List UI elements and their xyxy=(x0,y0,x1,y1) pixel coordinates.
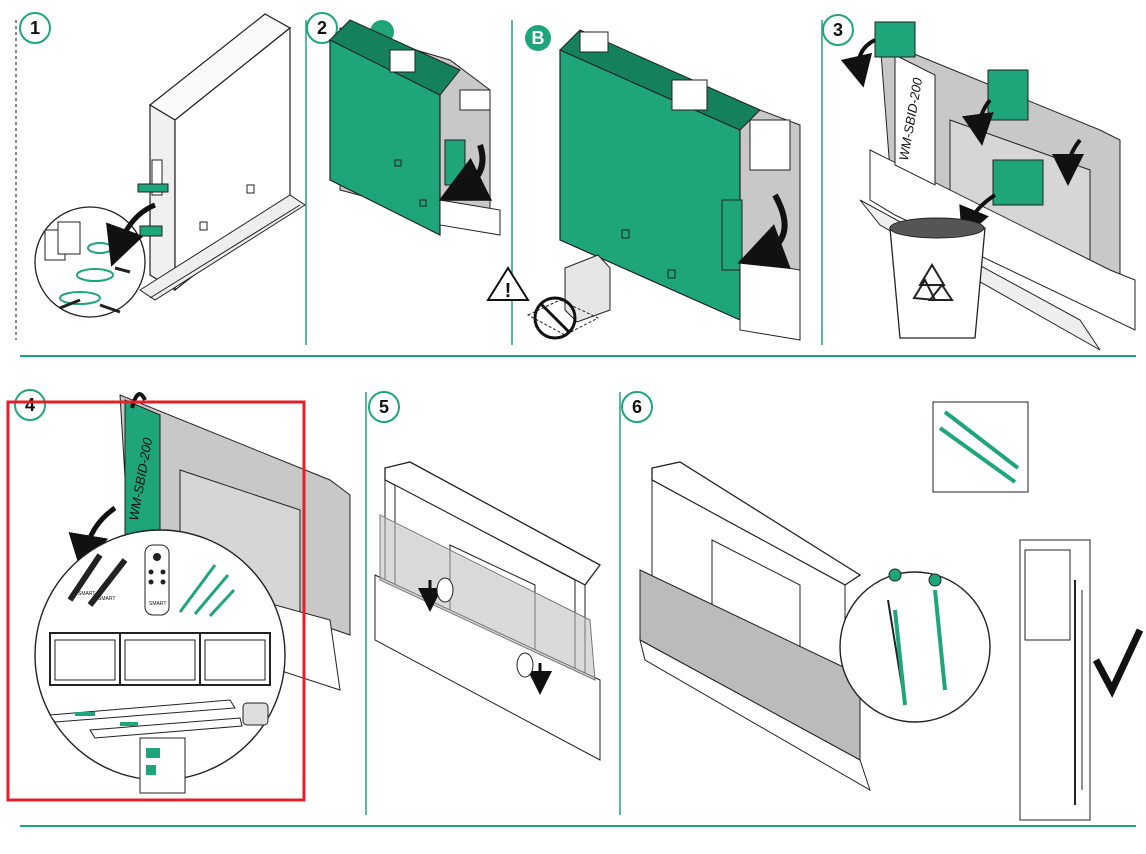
panel-step-6: 6 xyxy=(621,391,1144,821)
hand-right xyxy=(516,652,534,678)
step-badge-6 xyxy=(621,391,653,423)
panel-step-5: 5 xyxy=(368,391,601,761)
protective-sheet xyxy=(379,514,596,681)
recycle-bin xyxy=(889,217,986,339)
display-in-tray-step6 xyxy=(639,461,871,792)
remote-control: SMART xyxy=(144,544,170,616)
step-badge-4 xyxy=(14,389,46,421)
curved-arrow-icon-step4 xyxy=(68,505,117,575)
step-label-3: 3 xyxy=(833,20,843,40)
step-label-1: 1 xyxy=(30,18,40,38)
display-in-tray-step5 xyxy=(374,461,601,761)
pen-brand-1: SMART xyxy=(78,591,95,597)
quickstart-paper-2 xyxy=(57,221,81,255)
mount-brackets xyxy=(49,699,243,739)
remote-brand: SMART xyxy=(149,601,166,607)
cable-coil-3 xyxy=(59,291,101,305)
highlight-box xyxy=(6,400,306,802)
step-badge-b xyxy=(525,25,551,51)
cable-plugs xyxy=(59,266,131,314)
recycle-icon xyxy=(912,263,954,302)
lift-arrow-icon xyxy=(130,392,147,409)
step-badge-3 xyxy=(822,14,854,46)
antenna-install-detail xyxy=(839,571,991,723)
wall-mount-frame xyxy=(49,632,271,686)
step-badge-1 xyxy=(19,12,51,44)
panel-step-4: 4 WM-SBID-200 SMART SMART SMART xyxy=(6,389,351,802)
panel-step-b: B ! xyxy=(486,25,801,341)
cable-coil-2 xyxy=(76,268,114,282)
panel-separators xyxy=(15,20,1136,827)
screw-bag xyxy=(242,702,269,726)
checkmark-icon xyxy=(1092,628,1144,698)
step-badge-2 xyxy=(306,12,338,44)
pens: SMART SMART xyxy=(67,553,128,607)
panel-step-1: 1 xyxy=(19,12,306,318)
step-label-5: 5 xyxy=(379,397,389,417)
boxed-display xyxy=(137,13,306,301)
box-lid-removed xyxy=(559,29,801,341)
curved-arrow-icon xyxy=(106,202,157,267)
step-label-6: 6 xyxy=(632,397,642,417)
step-label-2: 2 xyxy=(317,18,327,38)
step-badge-5 xyxy=(368,391,400,423)
panel-step-2: 2 xyxy=(306,12,501,236)
pen-brand-2: SMART xyxy=(98,596,115,602)
step-label-4: 4 xyxy=(25,395,35,415)
svg-text:!: ! xyxy=(505,280,512,302)
panel-step-3: 3 WM-SBID-200 xyxy=(822,14,1136,351)
antenna-set xyxy=(178,564,236,618)
do-not-drop-box-icon xyxy=(526,254,611,340)
hand-left xyxy=(436,577,454,603)
step-label-b: B xyxy=(532,28,545,48)
box-lid-lifting xyxy=(329,19,501,236)
packing-blocks xyxy=(874,21,1044,206)
warning-icon: ! xyxy=(486,266,530,302)
